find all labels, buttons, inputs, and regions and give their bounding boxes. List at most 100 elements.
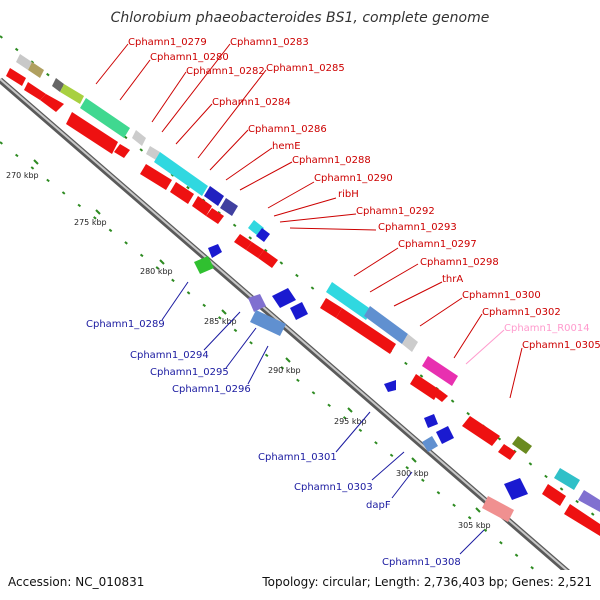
- kbp-tick-mark-275: [95, 209, 101, 215]
- gene-label-Cphamn1_0288[interactable]: Cphamn1_0288: [292, 155, 371, 166]
- leader-0300: [419, 297, 463, 327]
- fwd-arrow-19: [542, 484, 566, 506]
- leader-0286: [209, 129, 249, 171]
- fwd-arrow-20: [564, 504, 600, 536]
- fwd-arrow-1: [6, 68, 26, 86]
- kbp-tick-mark-295: [347, 407, 353, 413]
- fwd-arrow-4: [66, 112, 118, 154]
- gene-label-Cphamn1_0303[interactable]: Cphamn1_0303: [294, 482, 373, 493]
- leader-0292: [279, 213, 357, 223]
- gene-label-Cphamn1_0283[interactable]: Cphamn1_0283: [230, 37, 309, 48]
- gene-label-Cphamn1_0279[interactable]: Cphamn1_0279: [128, 37, 207, 48]
- fwd-arrow-18: [498, 444, 516, 460]
- rev-block-steel-2: [422, 436, 438, 452]
- summary-text: Topology: circular; Length: 2,736,403 bp…: [261, 575, 592, 589]
- gene-label-Cphamn1_R0014[interactable]: Cphamn1_R0014: [504, 323, 590, 334]
- leader-thrA: [393, 281, 443, 307]
- kbp-tick-305: 305 kbp: [458, 521, 491, 530]
- footer-background: [0, 570, 600, 600]
- gene-label-Cphamn1_0301[interactable]: Cphamn1_0301: [258, 452, 337, 463]
- fwd-arrow-6: [140, 164, 172, 190]
- kbp-tick-mark-300: [411, 457, 417, 463]
- gene-block-dark: [52, 78, 64, 92]
- gene-label-Cphamn1_0294[interactable]: Cphamn1_0294: [130, 350, 209, 361]
- gene-label-hemE[interactable]: hemE: [272, 141, 301, 152]
- reverse-strand-arrows: [194, 244, 528, 522]
- leader-0294: [203, 311, 241, 351]
- rev-block-green: [194, 256, 214, 274]
- gene-block-grey: [16, 54, 32, 70]
- kbp-tick-275: 275 kbp: [74, 218, 107, 227]
- forward-strand-genes: [16, 54, 600, 512]
- map-title: Chlorobium phaeobacteroides BS1, complet…: [111, 10, 490, 26]
- kbp-ticks: 270 kbp 275 kbp 280 kbp 285 kbp 290 kbp …: [6, 159, 491, 530]
- gene-label-Cphamn1_0289[interactable]: Cphamn1_0289: [86, 319, 165, 330]
- fwd-arrow-14: [336, 308, 396, 354]
- rev-arrow-6: [436, 426, 454, 444]
- rev-block-steel: [250, 310, 286, 336]
- gene-label-Cphamn1_0280[interactable]: Cphamn1_0280: [150, 52, 229, 63]
- dotted-guides: [0, 35, 600, 591]
- leader-0284: [175, 103, 213, 145]
- kbp-tick-290: 290 kbp: [268, 366, 301, 375]
- rev-arrow-5: [424, 414, 438, 428]
- reverse-gene-labels: Cphamn1_0289 Cphamn1_0294 Cphamn1_0295 C…: [86, 281, 485, 568]
- gene-label-Cphamn1_0308[interactable]: Cphamn1_0308: [382, 557, 461, 568]
- leader-0297: [353, 247, 399, 277]
- gene-block-green: [80, 98, 130, 138]
- gene-label-Cphamn1_0300[interactable]: Cphamn1_0300: [462, 290, 541, 301]
- leader-0285: [197, 69, 267, 159]
- gene-label-Cphamn1_0293[interactable]: Cphamn1_0293: [378, 222, 457, 233]
- leader-0280: [119, 59, 151, 101]
- fwd-arrow-17: [462, 416, 500, 446]
- gene-block-olive-2: [512, 436, 532, 454]
- leader-0295: [225, 327, 257, 369]
- leader-0302: [453, 313, 483, 359]
- gene-label-Cphamn1_0295[interactable]: Cphamn1_0295: [150, 367, 229, 378]
- gene-block-blue: [204, 186, 224, 206]
- leader-0298: [369, 263, 419, 293]
- gene-label-Cphamn1_0292[interactable]: Cphamn1_0292: [356, 206, 435, 217]
- gene-block-olive: [28, 62, 44, 78]
- gene-label-thrA[interactable]: thrA: [442, 274, 463, 285]
- gene-block-cyan: [154, 152, 208, 196]
- gene-block-steel: [364, 306, 408, 344]
- gene-block-teal: [554, 468, 580, 490]
- fwd-arrow-3: [40, 94, 64, 112]
- gene-label-Cphamn1_0285[interactable]: Cphamn1_0285: [266, 63, 345, 74]
- forward-gene-labels: Cphamn1_0279 Cphamn1_0280 Cphamn1_0282 C…: [95, 37, 600, 399]
- leader-ribH: [273, 197, 337, 217]
- gene-label-dapF[interactable]: dapF: [366, 500, 391, 511]
- gene-label-Cphamn1_0296[interactable]: Cphamn1_0296: [172, 384, 251, 395]
- kbp-tick-mark-285: [221, 309, 227, 315]
- gene-block-violet: [578, 490, 600, 512]
- gene-block-indigo: [220, 198, 238, 216]
- gene-label-Cphamn1_0302[interactable]: Cphamn1_0302: [482, 307, 561, 318]
- gene-block-grey-4: [402, 334, 418, 352]
- gene-label-Cphamn1_0282[interactable]: Cphamn1_0282: [186, 66, 265, 77]
- kbp-tick-285: 285 kbp: [204, 317, 237, 326]
- fwd-arrow-13: [320, 298, 342, 318]
- leader-0290: [267, 181, 315, 209]
- fwd-arrow-15: [410, 374, 440, 400]
- leader-R0014: [465, 329, 505, 365]
- gene-label-Cphamn1_0290[interactable]: Cphamn1_0290: [314, 173, 393, 184]
- leader-0305: [509, 347, 523, 399]
- fwd-arrow-12: [258, 250, 278, 268]
- gene-label-Cphamn1_0286[interactable]: Cphamn1_0286: [248, 124, 327, 135]
- gene-label-Cphamn1_0284[interactable]: Cphamn1_0284: [212, 97, 291, 108]
- fwd-arrow-5: [114, 144, 130, 158]
- gene-block-lime: [60, 84, 84, 104]
- rev-block-violet: [248, 294, 266, 312]
- leader-0301: [335, 411, 371, 453]
- fwd-arrow-11: [246, 242, 264, 258]
- gene-label-ribH[interactable]: ribH: [338, 189, 359, 200]
- kbp-tick-280: 280 kbp: [140, 267, 173, 276]
- gene-label-Cphamn1_0305[interactable]: Cphamn1_0305: [522, 340, 600, 351]
- leader-0296: [247, 345, 269, 385]
- gene-label-Cphamn1_0298[interactable]: Cphamn1_0298: [420, 257, 499, 268]
- rev-arrow-3: [290, 302, 308, 320]
- gene-label-Cphamn1_0297[interactable]: Cphamn1_0297: [398, 239, 477, 250]
